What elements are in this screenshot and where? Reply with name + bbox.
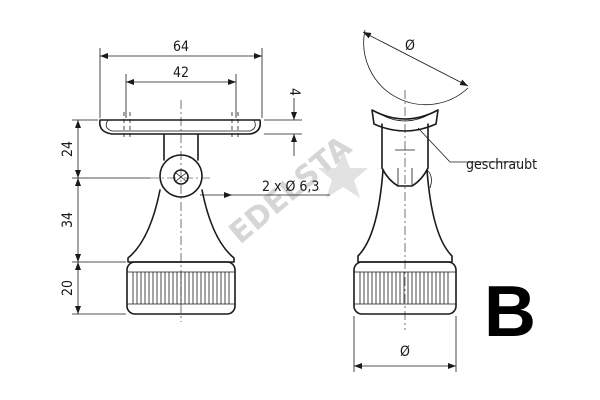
saddle-curved — [371, 109, 439, 132]
label-screwed: geschraubt — [466, 157, 537, 173]
joint-knuckle — [159, 154, 203, 198]
dim-height-mid: 34 — [60, 212, 76, 228]
knurl-lines-side — [359, 272, 449, 304]
dim-height-top: 24 — [60, 141, 76, 157]
dim-thickness: 4 — [286, 88, 302, 96]
knurl-lines — [132, 272, 230, 304]
dim-diameter-bottom: Ø — [400, 344, 410, 360]
right-view: Ø geschraubt Ø — [353, 29, 537, 372]
joint-screw — [173, 169, 189, 185]
left-view: 64 42 4 2 x Ø 6,3 24 34 20 — [60, 39, 330, 322]
dim-diameter-top: Ø — [405, 38, 415, 54]
saddle-plate — [98, 119, 262, 135]
knurled-ring — [126, 261, 236, 315]
neck — [163, 133, 199, 161]
dim-height-bottom: 20 — [60, 280, 76, 296]
dim-hole: 2 x Ø 6,3 — [262, 179, 319, 195]
knurled-ring-side — [353, 261, 457, 315]
variant-letter: B — [484, 272, 536, 352]
dim-width-outer: 64 — [173, 39, 189, 55]
dim-width-inner: 42 — [173, 65, 189, 81]
neck-side — [381, 123, 429, 187]
watermark-star-icon — [318, 150, 368, 198]
